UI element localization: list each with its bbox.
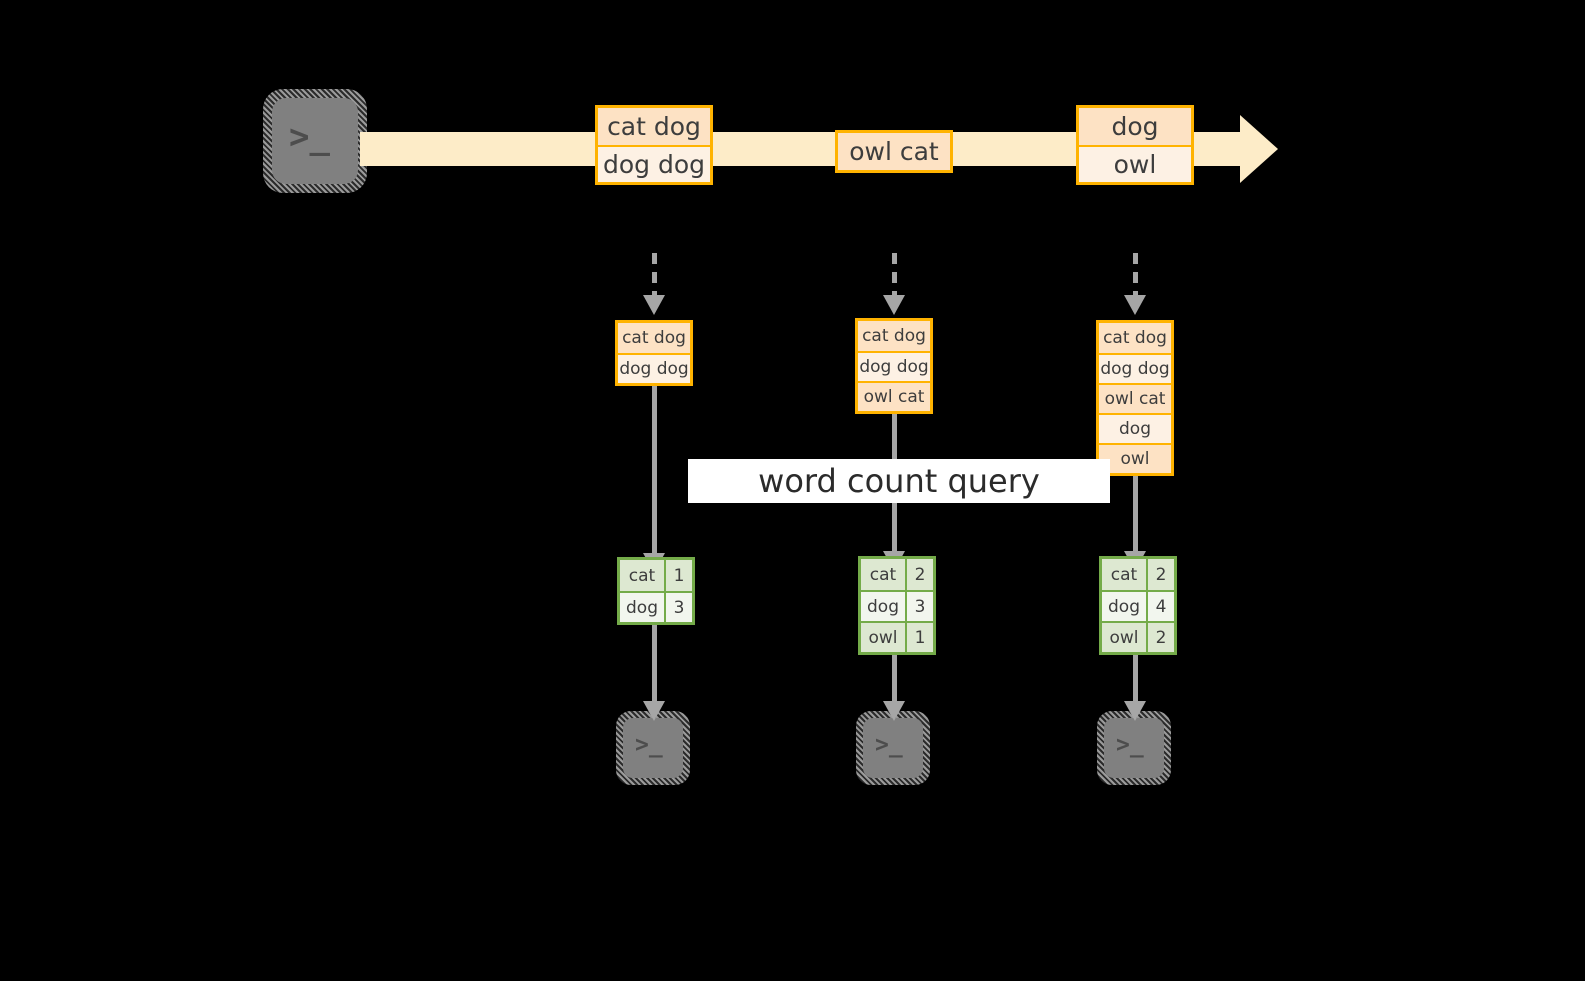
table-row: owl 2 [1102, 621, 1174, 652]
result-word: cat [1102, 559, 1148, 590]
query-label: word count query [758, 462, 1040, 500]
stream-event-line: dog dog [598, 145, 710, 182]
terminal-face [623, 718, 683, 778]
snapshot-input-1[interactable]: cat dog dog dog [615, 320, 693, 386]
result-count: 1 [907, 623, 933, 652]
sink-terminal-3[interactable]: >_ [1097, 711, 1171, 785]
table-row: dog 4 [1102, 590, 1174, 621]
snapshot-input-line: owl [1099, 443, 1171, 473]
terminal-face [1104, 718, 1164, 778]
result-word: owl [861, 623, 907, 652]
result-count: 4 [1148, 592, 1174, 621]
table-row: cat 2 [1102, 559, 1174, 590]
snapshot-input-line: cat dog [1099, 323, 1171, 353]
result-word: cat [620, 560, 666, 591]
sink-arrow-2 [883, 653, 905, 721]
source-terminal-icon[interactable]: >_ [263, 89, 367, 193]
table-row: cat 1 [620, 560, 692, 591]
terminal-face [863, 718, 923, 778]
table-row: cat 2 [861, 559, 933, 590]
snapshot-input-line: dog dog [618, 353, 690, 383]
snapshot-input-line: dog dog [1099, 353, 1171, 383]
table-row: owl 1 [861, 621, 933, 652]
stream-event-3[interactable]: dog owl [1076, 105, 1194, 185]
result-count: 1 [666, 560, 692, 591]
table-row: dog 3 [620, 591, 692, 622]
stream-event-line: owl cat [838, 133, 950, 170]
stream-band-arrowhead [1240, 115, 1278, 183]
snapshot-input-3[interactable]: cat dog dog dog owl cat dog owl [1096, 320, 1174, 476]
snapshot-tap-arrow-3 [1124, 253, 1146, 315]
stream-event-2[interactable]: owl cat [835, 130, 953, 173]
query-band: word count query [688, 459, 1110, 503]
sink-terminal-1[interactable]: >_ [616, 711, 690, 785]
snapshot-input-2[interactable]: cat dog dog dog owl cat [855, 318, 933, 414]
result-word: owl [1102, 623, 1148, 652]
table-row: dog 3 [861, 590, 933, 621]
result-word: cat [861, 559, 907, 590]
result-word: dog [620, 593, 666, 622]
snapshot-input-line: dog dog [858, 351, 930, 381]
snapshot-tap-arrow-2 [883, 253, 905, 315]
snapshot-input-line: cat dog [618, 323, 690, 353]
terminal-prompt-glyph: >_ [875, 732, 903, 758]
query-arrow-1 [643, 385, 665, 573]
result-count: 3 [666, 593, 692, 622]
snapshot-result-3[interactable]: cat 2 dog 4 owl 2 [1099, 556, 1177, 655]
snapshot-tap-arrow-1 [643, 253, 665, 315]
terminal-prompt-glyph: >_ [289, 117, 330, 157]
result-count: 2 [1148, 559, 1174, 590]
snapshot-input-line: dog [1099, 413, 1171, 443]
sink-terminal-2[interactable]: >_ [856, 711, 930, 785]
stream-event-line: cat dog [598, 108, 710, 145]
result-word: dog [1102, 592, 1148, 621]
result-count: 2 [1148, 623, 1174, 652]
snapshot-result-2[interactable]: cat 2 dog 3 owl 1 [858, 556, 936, 655]
sink-arrow-1 [643, 623, 665, 721]
terminal-prompt-glyph: >_ [1116, 732, 1144, 758]
stream-event-1[interactable]: cat dog dog dog [595, 105, 713, 185]
snapshot-input-line: owl cat [858, 381, 930, 411]
result-count: 2 [907, 559, 933, 590]
sink-arrow-3 [1124, 653, 1146, 721]
snapshot-input-line: owl cat [1099, 383, 1171, 413]
stream-event-line: owl [1079, 145, 1191, 182]
snapshot-input-line: cat dog [858, 321, 930, 351]
terminal-prompt-glyph: >_ [635, 732, 663, 758]
stream-event-line: dog [1079, 108, 1191, 145]
result-count: 3 [907, 592, 933, 621]
terminal-face [272, 98, 358, 184]
result-word: dog [861, 592, 907, 621]
snapshot-result-1[interactable]: cat 1 dog 3 [617, 557, 695, 625]
